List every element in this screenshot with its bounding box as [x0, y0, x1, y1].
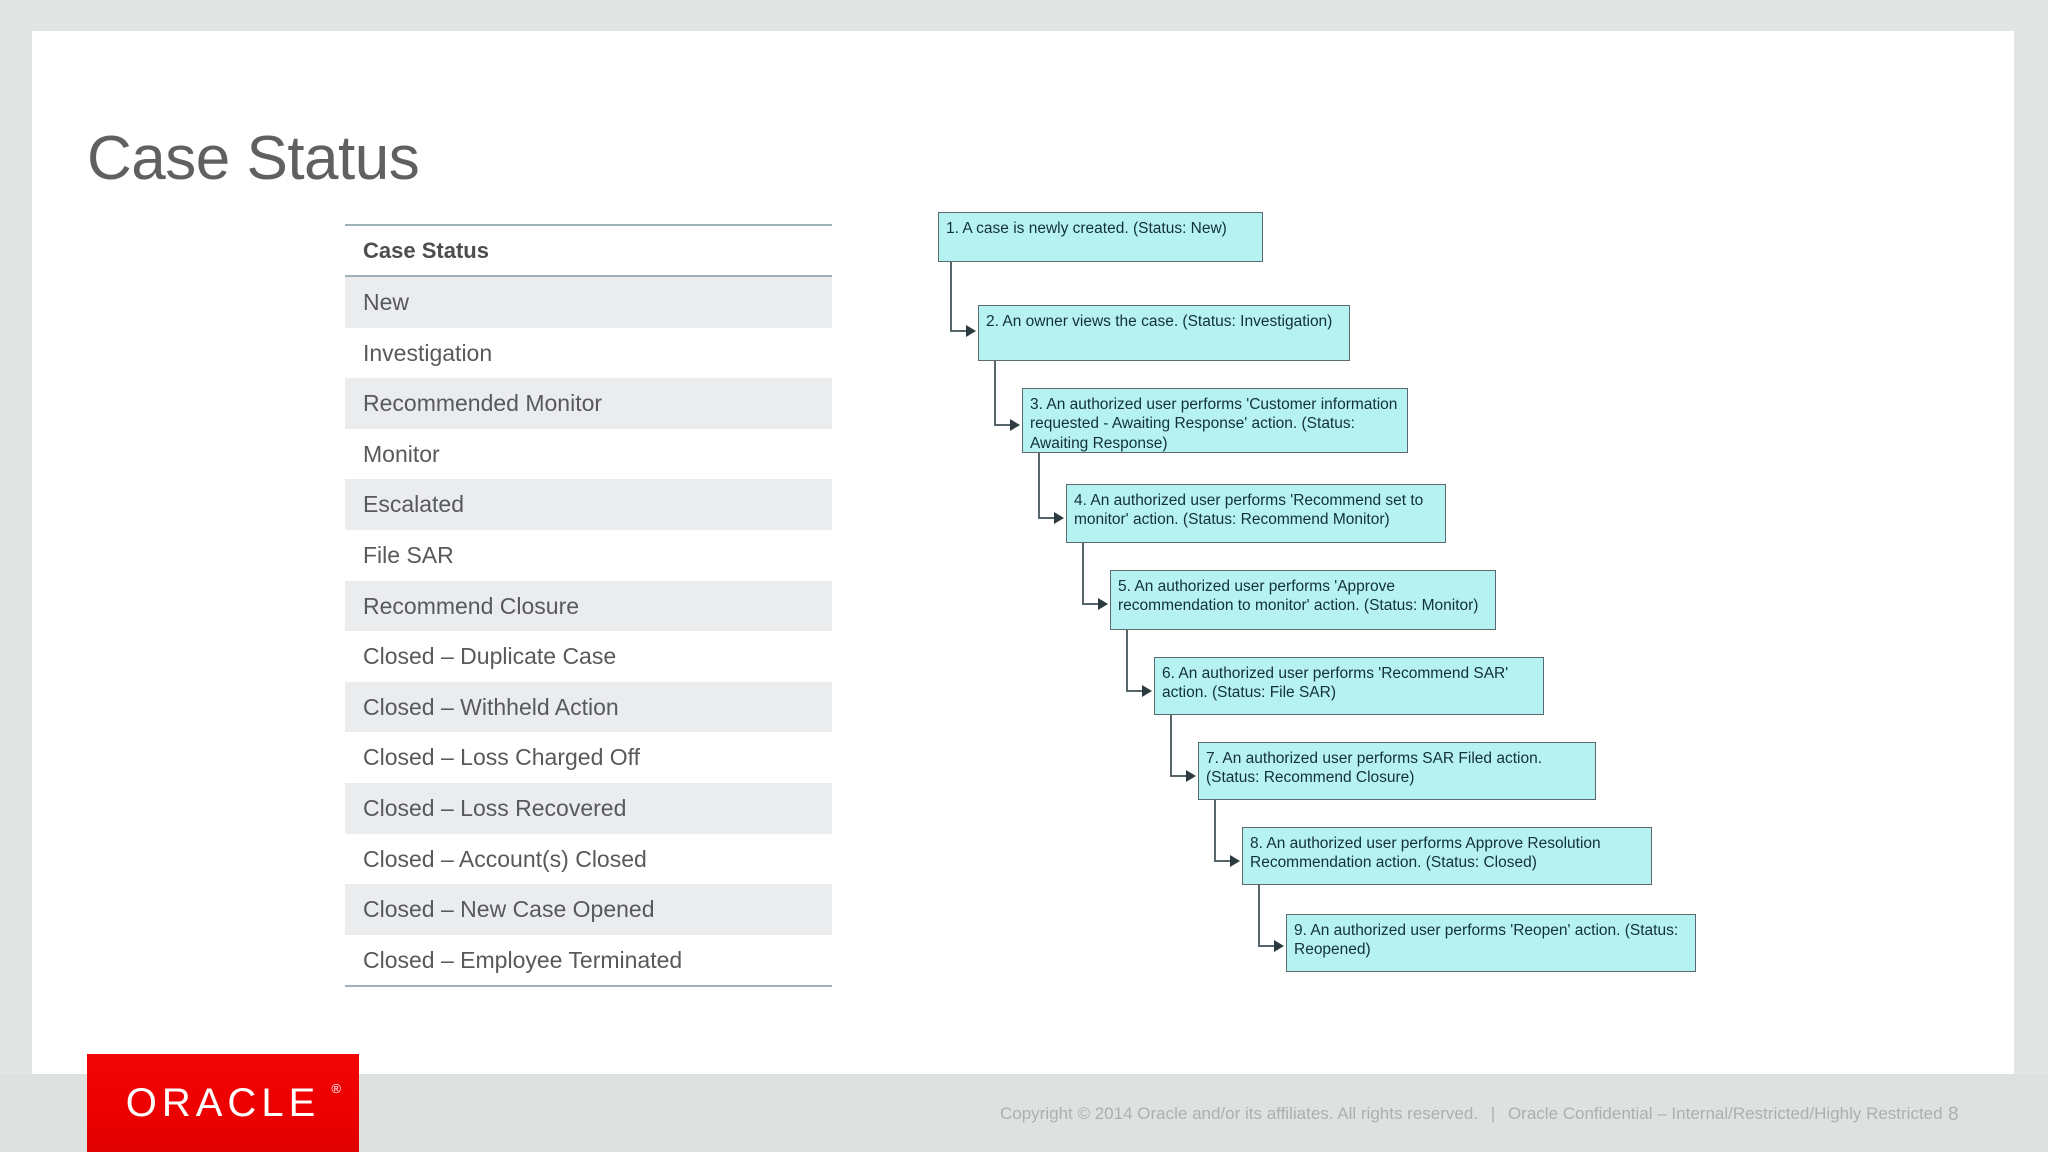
connector-1-2-vertical [950, 262, 952, 332]
table-row[interactable]: New [345, 277, 832, 328]
flow-step-9[interactable]: 9. An authorized user performs 'Reopen' … [1286, 914, 1696, 972]
table-row[interactable]: Closed – Account(s) Closed [345, 833, 832, 885]
connector-6-7-arrowhead [1186, 770, 1196, 782]
flow-step-6[interactable]: 6. An authorized user performs 'Recommen… [1154, 657, 1544, 715]
table-row[interactable]: Closed – New Case Opened [345, 884, 832, 935]
connector-6-7-horizontal [1170, 775, 1188, 777]
table-row[interactable]: Investigation [345, 327, 832, 379]
registered-trademark-icon: ® [331, 1081, 341, 1096]
flow-step-5[interactable]: 5. An authorized user performs 'Approve … [1110, 570, 1496, 630]
table-row[interactable]: Closed – Loss Recovered [345, 782, 832, 834]
connector-3-4-vertical [1038, 453, 1040, 519]
table-row[interactable]: Monitor [345, 428, 832, 480]
footer-copyright-text: Copyright © 2014 Oracle and/or its affil… [1000, 1104, 1479, 1123]
connector-7-8-horizontal [1214, 860, 1232, 862]
connector-5-6-horizontal [1126, 690, 1144, 692]
flow-step-6-text: 6. An authorized user performs 'Recommen… [1162, 665, 1509, 702]
flow-step-2-text: 2. An owner views the case. (Status: Inv… [986, 313, 1333, 330]
oracle-logo: ORACLE ® [87, 1054, 359, 1152]
flow-step-7-text: 7. An authorized user performs SAR Filed… [1206, 750, 1542, 787]
connector-8-9-vertical [1258, 885, 1260, 947]
footer-separator: | [1490, 1104, 1496, 1123]
table-header-rule [345, 275, 832, 277]
page-number: 8 [1948, 1104, 1959, 1125]
table-row[interactable]: Closed – Withheld Action [345, 681, 832, 733]
connector-3-4-horizontal [1038, 517, 1056, 519]
connector-1-2-horizontal [950, 330, 968, 332]
flow-step-5-text: 5. An authorized user performs 'Approve … [1118, 578, 1479, 615]
table-row[interactable]: Recommend Closure [345, 580, 832, 632]
flow-step-7[interactable]: 7. An authorized user performs SAR Filed… [1198, 742, 1596, 800]
table-row[interactable]: Recommended Monitor [345, 378, 832, 429]
connector-4-5-vertical [1082, 543, 1084, 605]
flow-step-2[interactable]: 2. An owner views the case. (Status: Inv… [978, 305, 1350, 361]
footer-confidentiality-text: Oracle Confidential – Internal/Restricte… [1507, 1104, 1943, 1123]
flow-step-1[interactable]: 1. A case is newly created. (Status: New… [938, 212, 1263, 262]
case-status-table: Case Status New Investigation Recommende… [345, 224, 832, 988]
connector-3-4-arrowhead [1054, 512, 1064, 524]
connector-2-3-vertical [994, 361, 996, 426]
flow-step-8[interactable]: 8. An authorized user performs Approve R… [1242, 827, 1652, 885]
connector-5-6-arrowhead [1142, 685, 1152, 697]
flow-step-8-text: 8. An authorized user performs Approve R… [1250, 835, 1601, 872]
case-status-flow-diagram: 1. A case is newly created. (Status: New… [938, 212, 1696, 1022]
connector-2-3-arrowhead [1010, 419, 1020, 431]
flow-step-4-text: 4. An authorized user performs 'Recommen… [1074, 492, 1424, 529]
table-row[interactable]: File SAR [345, 529, 832, 581]
connector-8-9-horizontal [1258, 945, 1276, 947]
connector-6-7-vertical [1170, 715, 1172, 777]
flow-step-1-text: 1. A case is newly created. (Status: New… [946, 220, 1227, 237]
connector-8-9-arrowhead [1274, 940, 1284, 952]
table-bottom-rule [345, 985, 832, 988]
flow-step-3-text: 3. An authorized user performs 'Customer… [1030, 396, 1398, 452]
connector-4-5-horizontal [1082, 603, 1100, 605]
table-top-rule [345, 224, 832, 226]
table-row[interactable]: Closed – Employee Terminated [345, 934, 832, 986]
connector-7-8-vertical [1214, 800, 1216, 862]
table-row[interactable]: Escalated [345, 479, 832, 530]
footer-copyright: Copyright © 2014 Oracle and/or its affil… [1000, 1104, 1943, 1124]
connector-1-2-arrowhead [966, 325, 976, 337]
connector-2-3-horizontal [994, 424, 1012, 426]
table-row[interactable]: Closed – Duplicate Case [345, 631, 832, 682]
connector-4-5-arrowhead [1098, 598, 1108, 610]
oracle-logo-wordmark: ORACLE [125, 1081, 321, 1125]
connector-7-8-arrowhead [1230, 855, 1240, 867]
flow-step-3[interactable]: 3. An authorized user performs 'Customer… [1022, 388, 1408, 453]
table-row[interactable]: Closed – Loss Charged Off [345, 732, 832, 783]
page-title: Case Status [87, 124, 420, 193]
flow-step-4[interactable]: 4. An authorized user performs 'Recommen… [1066, 484, 1446, 543]
flow-step-9-text: 9. An authorized user performs 'Reopen' … [1294, 922, 1679, 959]
connector-5-6-vertical [1126, 630, 1128, 692]
table-column-header-case-status: Case Status [345, 226, 832, 275]
